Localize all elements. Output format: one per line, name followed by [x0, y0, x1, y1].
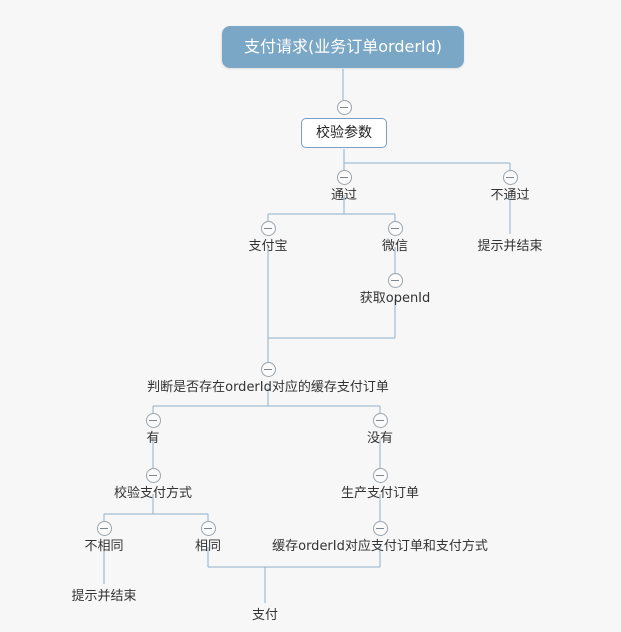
collapse-minus-circle-icon[interactable]: [145, 468, 161, 483]
root-node[interactable]: 支付请求(业务订单orderId): [221, 26, 465, 68]
collapse-minus-circle-icon[interactable]: [200, 521, 216, 536]
mindmap-node[interactable]: 获取openId: [360, 292, 431, 305]
mindmap-node[interactable]: 通过: [331, 189, 357, 202]
mindmap-node[interactable]: 微信: [382, 240, 408, 253]
node-label: 缓存orderId对应支付订单和支付方式: [272, 539, 488, 554]
mindmap-node[interactable]: 相同: [195, 540, 221, 553]
node-label: 通过: [330, 188, 358, 203]
mindmap-node[interactable]: 不通过: [490, 189, 529, 202]
node-label: 生产支付订单: [340, 486, 420, 501]
mindmap-node[interactable]: 校验支付方式: [114, 487, 192, 500]
node-label: 校验参数: [316, 125, 372, 141]
node-label: 支付: [251, 608, 279, 623]
collapse-minus-circle-icon[interactable]: [387, 221, 403, 236]
mindmap-node[interactable]: 提示并结束: [477, 240, 542, 253]
collapse-minus-circle-icon[interactable]: [260, 221, 276, 236]
mindmap-node[interactable]: 判断是否存在orderId对应的缓存支付订单: [147, 381, 389, 394]
node-label: 没有: [366, 431, 394, 446]
mindmap-node[interactable]: 有: [146, 432, 159, 445]
mindmap-node[interactable]: 校验参数: [301, 118, 387, 148]
mindmap-node[interactable]: 支付宝: [248, 240, 287, 253]
collapse-minus-circle-icon[interactable]: [96, 521, 112, 536]
node-label: 微信: [381, 239, 409, 254]
mindmap-node[interactable]: 不相同: [84, 540, 123, 553]
collapse-minus-circle-icon[interactable]: [502, 170, 518, 185]
collapse-minus-circle-icon[interactable]: [372, 521, 388, 536]
node-label: 相同: [194, 539, 222, 554]
node-label: 获取openId: [359, 291, 431, 306]
collapse-minus-circle-icon[interactable]: [336, 100, 352, 115]
collapse-minus-circle-icon[interactable]: [387, 273, 403, 288]
collapse-minus-circle-icon[interactable]: [372, 413, 388, 428]
node-label: 不相同: [84, 539, 124, 554]
node-label: 判断是否存在orderId对应的缓存支付订单: [147, 380, 389, 395]
node-label: 提示并结束: [71, 589, 137, 604]
mindmap-node[interactable]: 支付: [252, 609, 278, 622]
collapse-minus-circle-icon[interactable]: [372, 468, 388, 483]
mindmap-node[interactable]: 生产支付订单: [341, 487, 419, 500]
mindmap-node[interactable]: 没有: [367, 432, 393, 445]
node-label: 校验支付方式: [113, 486, 193, 501]
mindmap-node[interactable]: 缓存orderId对应支付订单和支付方式: [272, 540, 488, 553]
collapse-minus-circle-icon[interactable]: [260, 362, 276, 377]
node-label: 支付请求(业务订单orderId): [243, 37, 443, 56]
connector-2: [343, 149, 511, 170]
node-label: 支付宝: [248, 239, 288, 254]
collapse-minus-circle-icon[interactable]: [336, 170, 352, 185]
mindmap-node[interactable]: 提示并结束: [71, 590, 136, 603]
node-label: 不通过: [490, 188, 530, 203]
collapse-minus-circle-icon[interactable]: [145, 413, 161, 428]
node-label: 提示并结束: [477, 239, 543, 254]
node-label: 有: [146, 431, 160, 446]
